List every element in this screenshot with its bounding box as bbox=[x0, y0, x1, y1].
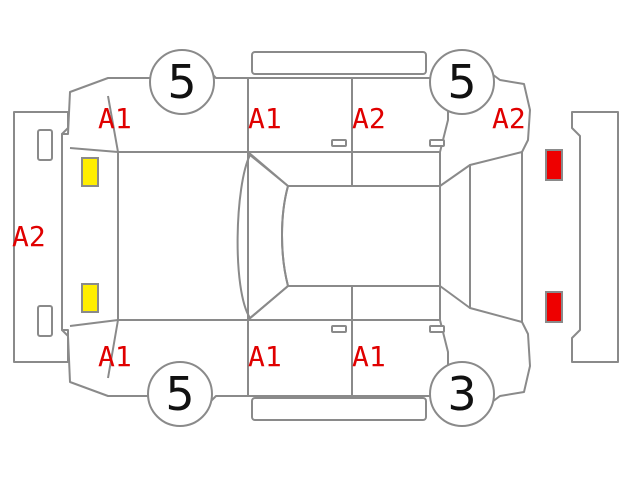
rear-left-taillamp-marker bbox=[545, 149, 563, 181]
tire-front-left-value: 5 bbox=[167, 55, 196, 109]
damage-code-right-front-door: A1 bbox=[248, 340, 282, 373]
tire-rear-left-value: 5 bbox=[447, 55, 476, 109]
damage-code-right-front-fender: A1 bbox=[98, 340, 132, 373]
damage-code-left-front-fender: A1 bbox=[98, 102, 132, 135]
tire-front-right: 5 bbox=[147, 361, 213, 427]
car-body bbox=[61, 71, 531, 403]
damage-code-left-rear-door: A2 bbox=[352, 102, 386, 135]
front-right-headlamp-marker bbox=[81, 283, 99, 313]
damage-code-left-rear-quarter: A2 bbox=[492, 102, 526, 135]
damage-code-front-bumper: A2 bbox=[12, 220, 46, 253]
tire-rear-left: 5 bbox=[429, 49, 495, 115]
tire-rear-right-value: 3 bbox=[447, 367, 476, 421]
tire-rear-right: 3 bbox=[429, 361, 495, 427]
rear-bumper bbox=[571, 111, 619, 363]
front-left-headlamp-marker bbox=[81, 157, 99, 187]
damage-code-left-front-door: A1 bbox=[248, 102, 282, 135]
rear-right-taillamp-marker bbox=[545, 291, 563, 323]
right-side-skirt bbox=[251, 397, 427, 421]
tire-front-left: 5 bbox=[149, 49, 215, 115]
tire-front-right-value: 5 bbox=[165, 367, 194, 421]
damage-code-right-rear-door: A1 bbox=[352, 340, 386, 373]
left-side-skirt bbox=[251, 51, 427, 75]
